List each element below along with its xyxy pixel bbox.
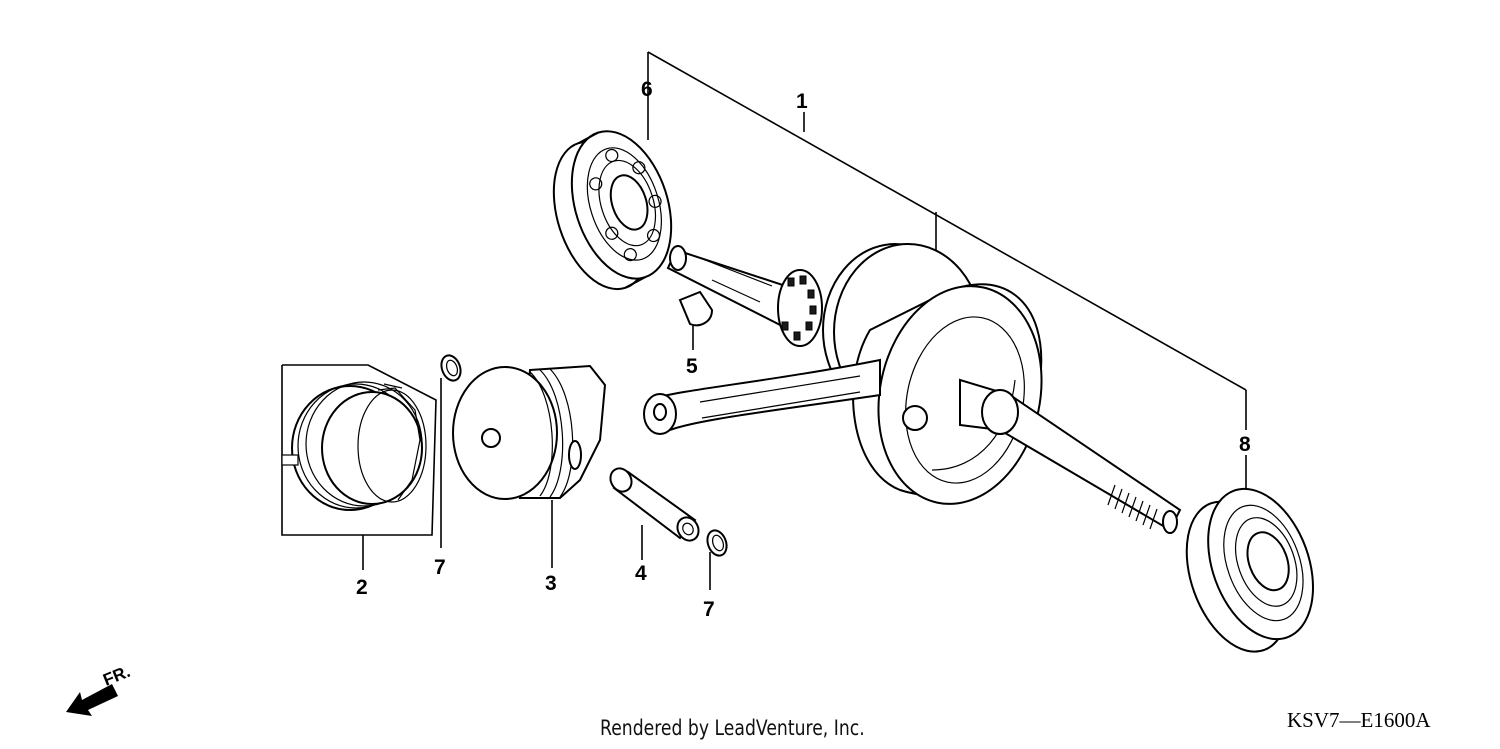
- bearing-left: [552, 130, 673, 291]
- piston-pin: [609, 467, 700, 542]
- callout-piston-pin: 4: [635, 562, 647, 585]
- callout-bearing-left: 6: [641, 78, 653, 101]
- callout-piston: 3: [545, 572, 557, 595]
- direction-label: FR.: [100, 662, 133, 690]
- callout-woodruff-key: 5: [686, 355, 698, 378]
- diagram-code: KSV7—E1600A: [1287, 708, 1431, 732]
- callout-crankshaft: 1: [796, 90, 808, 113]
- front-direction-arrow-icon: FR.: [66, 662, 133, 716]
- piston-pin-clip-left: [440, 354, 462, 382]
- render-credit: Rendered by LeadVenture, Inc.: [600, 716, 865, 740]
- woodruff-key: [678, 290, 714, 327]
- piston-rings: [281, 381, 427, 511]
- callout-piston-ring-set: 2: [356, 576, 368, 599]
- callout-numbers: 1 2 3 4 5 6 7 7 8: [356, 78, 1251, 621]
- callout-bearing-right: 8: [1239, 433, 1251, 456]
- callout-piston-pin-clip-b: 7: [703, 598, 715, 621]
- callout-piston-pin-clip-a: 7: [434, 556, 446, 579]
- leader-lines: [281, 51, 1247, 590]
- piston: [452, 364, 607, 500]
- bearing-right: [1185, 487, 1314, 653]
- piston-pin-clip-right: [706, 529, 728, 557]
- crankshaft: [643, 243, 1182, 534]
